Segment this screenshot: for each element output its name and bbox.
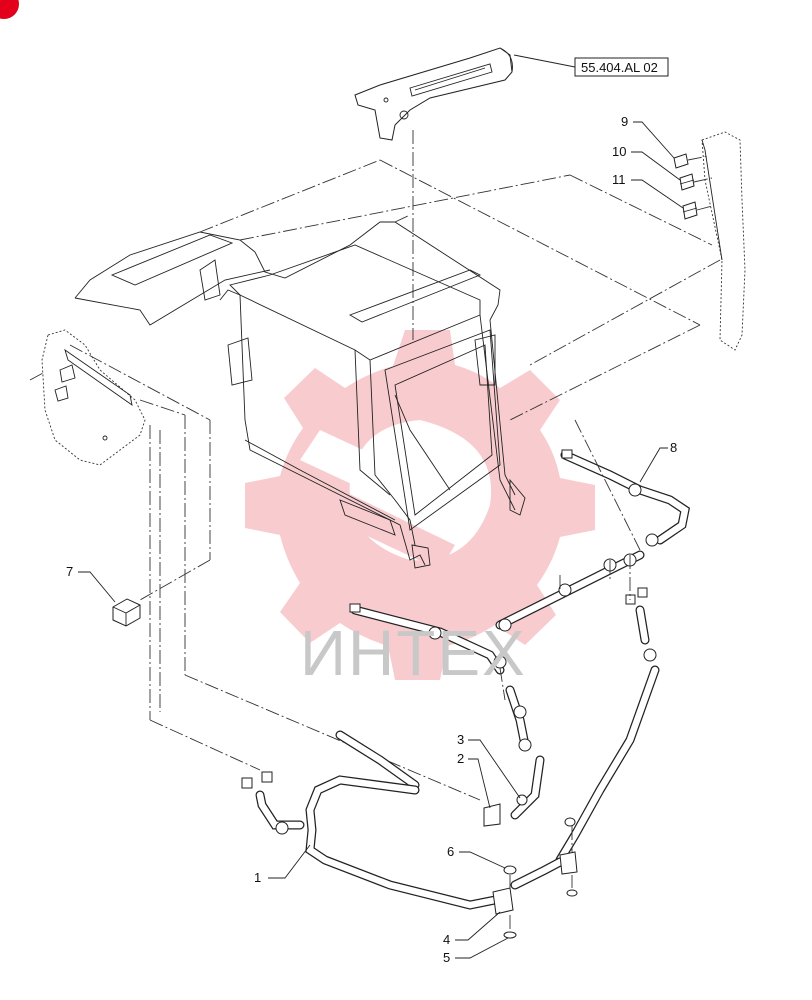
svg-text:11: 11 (612, 172, 626, 187)
callout-5: 5 (443, 937, 509, 965)
harness-clips (349, 449, 659, 752)
reference-box: 55.404.AL 02 (574, 57, 669, 77)
callout-10: 10 (612, 144, 681, 181)
svg-text:8: 8 (670, 440, 677, 455)
svg-text:2: 2 (457, 751, 464, 766)
watermark-text: ИНТЕХ (300, 617, 527, 689)
callout-8: 8 (639, 440, 677, 483)
svg-text:9: 9 (621, 114, 628, 129)
lower-hose-assembly-part (255, 665, 660, 910)
callout-3: 3 (457, 732, 521, 799)
clip-9-part (673, 153, 689, 169)
cab-frame-part (74, 221, 526, 569)
right-side-panel-part (701, 131, 746, 351)
lower-fittings (241, 771, 578, 939)
svg-text:4: 4 (443, 932, 450, 947)
callout-4: 4 (443, 911, 501, 947)
svg-text:10: 10 (612, 144, 626, 159)
clip-11-part (682, 201, 698, 220)
svg-text:1: 1 (254, 870, 261, 885)
top-panel-part (354, 47, 513, 141)
clip-10-part (679, 173, 695, 191)
brand-badge-icon (0, 0, 19, 19)
svg-text:7: 7 (66, 564, 73, 579)
callout-11: 11 (612, 172, 684, 209)
svg-text:3: 3 (457, 732, 464, 747)
callout-6: 6 (447, 844, 506, 869)
callout-7: 7 (66, 564, 116, 603)
reference-label: 55.404.AL 02 (581, 60, 658, 75)
block-7-part (112, 598, 141, 627)
callout-1: 1 (254, 844, 311, 885)
callout-9: 9 (621, 114, 675, 159)
left-side-panel-part (41, 329, 146, 466)
svg-text:5: 5 (443, 950, 450, 965)
callout-2: 2 (457, 751, 491, 809)
svg-text:6: 6 (447, 844, 454, 859)
